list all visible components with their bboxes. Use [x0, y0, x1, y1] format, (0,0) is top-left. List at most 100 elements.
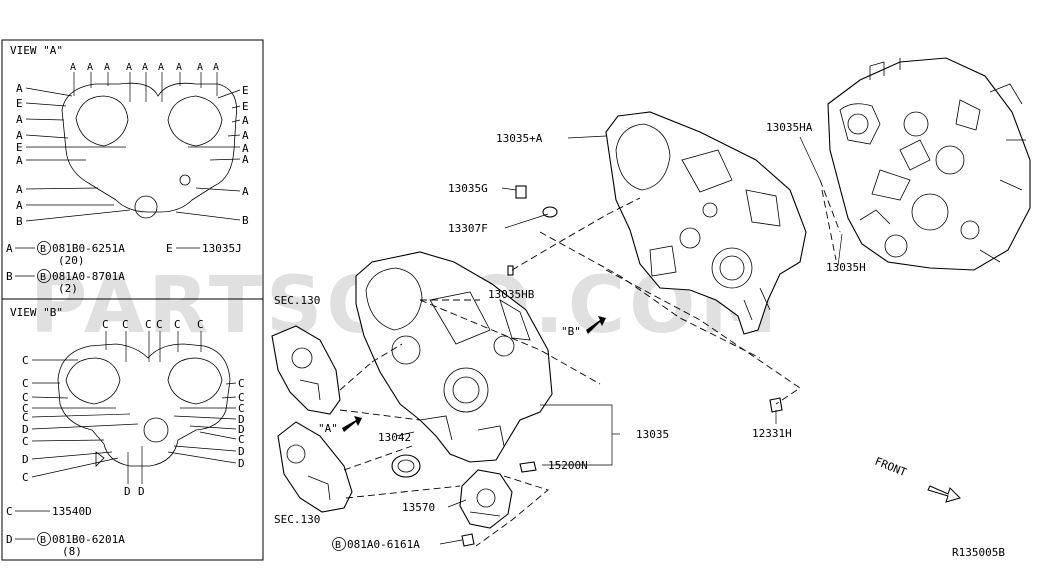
small-parts — [461, 185, 783, 547]
letter: A — [158, 62, 164, 73]
label-13035ha: 13035HA — [766, 121, 813, 134]
letter: A — [104, 62, 110, 73]
label-13035a: 13035+A — [496, 132, 543, 145]
letter: D — [138, 485, 145, 498]
front-direction-indicator: FRONT — [873, 455, 961, 503]
label-sec130-top: SEC.130 — [274, 294, 320, 307]
letter: B — [242, 214, 249, 227]
label-12331h: 12331H — [752, 427, 792, 440]
letter: D — [22, 453, 29, 466]
svg-text:B: B — [40, 272, 46, 283]
svg-text:"A": "A" — [318, 422, 338, 435]
letter: C — [238, 377, 245, 390]
view-a-top-letters: A A A A A A A A A — [70, 62, 219, 73]
letter: C — [22, 411, 29, 424]
letter: A — [70, 62, 76, 73]
diagram-id: R135005B — [952, 546, 1005, 559]
rear-timing-cover — [605, 111, 807, 335]
bolt-symbol-icon — [332, 537, 346, 551]
label-081a0-6161a: 081A0-6161A — [347, 538, 420, 551]
letter: C — [22, 377, 29, 390]
pin-13035hb — [507, 265, 514, 276]
letter: C — [22, 391, 29, 404]
letter: C — [238, 433, 245, 446]
part-code: 081A0-8701A — [52, 270, 125, 283]
letter: E — [242, 84, 249, 97]
letter: B — [16, 215, 23, 228]
letter: A — [242, 114, 249, 127]
view-a-arrow: "A" — [318, 416, 362, 435]
label-13035hb: 13035HB — [488, 288, 535, 301]
letter: D — [22, 423, 29, 436]
letter: C — [22, 354, 29, 367]
letter: E — [16, 97, 23, 110]
view-b-legend: C 13540D D B 081B0-6201A (8) — [6, 505, 125, 558]
part-code: 081B0-6201A — [52, 533, 125, 546]
leader-lines — [395, 135, 843, 545]
letter: A — [197, 62, 203, 73]
letter: C — [102, 318, 109, 331]
letter: C — [156, 318, 163, 331]
letter: A — [242, 129, 249, 142]
view-b-left-letters: C C C C C D C D C — [22, 354, 29, 484]
letter: A — [87, 62, 93, 73]
letter: A — [16, 199, 23, 212]
svg-text:E: E — [166, 242, 173, 255]
label-13307f: 13307F — [448, 222, 488, 235]
svg-text:B: B — [335, 540, 341, 551]
dowel-15200n — [519, 461, 537, 473]
letter: D — [124, 485, 131, 498]
quantity: (8) — [62, 545, 82, 558]
letter: C — [22, 435, 29, 448]
view-a-title: VIEW "A" — [10, 44, 63, 57]
letter: C — [145, 318, 152, 331]
inset-panel — [1, 39, 264, 561]
letter: C — [22, 471, 29, 484]
svg-text:B: B — [40, 244, 46, 255]
bolt-symbol-icon — [37, 241, 51, 255]
part-number: 13540D — [52, 505, 92, 518]
front-arrow-icon — [927, 485, 961, 503]
view-b-inset: VIEW "B" C C C C C C C C C C C D C D C — [6, 306, 245, 558]
svg-text:C: C — [6, 505, 13, 518]
letter: A — [16, 154, 23, 167]
letter: C — [22, 402, 29, 415]
front-timing-cover — [355, 251, 553, 463]
bolt-symbol-icon — [37, 532, 51, 546]
quantity: (20) — [58, 254, 85, 267]
engine-block — [827, 57, 1031, 271]
letter: A — [16, 183, 23, 196]
label-13035: 13035 — [636, 428, 669, 441]
view-b-title: VIEW "B" — [10, 306, 63, 319]
letter: A — [16, 113, 23, 126]
label-13035g: 13035G — [448, 182, 488, 195]
letter: A — [242, 153, 249, 166]
label-15200n: 15200N — [548, 459, 588, 472]
letter: A — [213, 62, 219, 73]
letter: A — [176, 62, 182, 73]
view-a-legend: A B 081B0-6251A (20) E 13035J B B 081A0-… — [6, 241, 242, 295]
label-13035h: 13035H — [826, 261, 866, 274]
letter: A — [16, 129, 23, 142]
view-b-cover-outline — [57, 343, 231, 467]
letter: C — [238, 391, 245, 404]
letter: C — [174, 318, 181, 331]
quantity: (2) — [58, 282, 78, 295]
view-b-top-letters: C C C C C C — [102, 318, 204, 331]
svg-text:"B": "B" — [561, 325, 581, 338]
plug-13035g — [515, 185, 527, 199]
bolt-icon — [461, 533, 475, 547]
sec130-upper-part — [271, 325, 341, 415]
letter: E — [242, 100, 249, 113]
view-a-cover-outline — [61, 82, 237, 213]
view-a-inset: VIEW "A" A A A A A A A A A A E A — [6, 44, 249, 295]
front-label: FRONT — [873, 455, 909, 480]
assembly-lines — [339, 179, 841, 547]
part-labels: 13035+A 13035G 13307F 13035HB 13035HA 13… — [274, 121, 1005, 559]
letter: C — [197, 318, 204, 331]
bolt-symbol-icon — [37, 269, 51, 283]
oil-seal — [391, 454, 421, 478]
letter: D — [238, 445, 245, 458]
view-b-right-letters: C C C D D C D D — [238, 377, 245, 470]
